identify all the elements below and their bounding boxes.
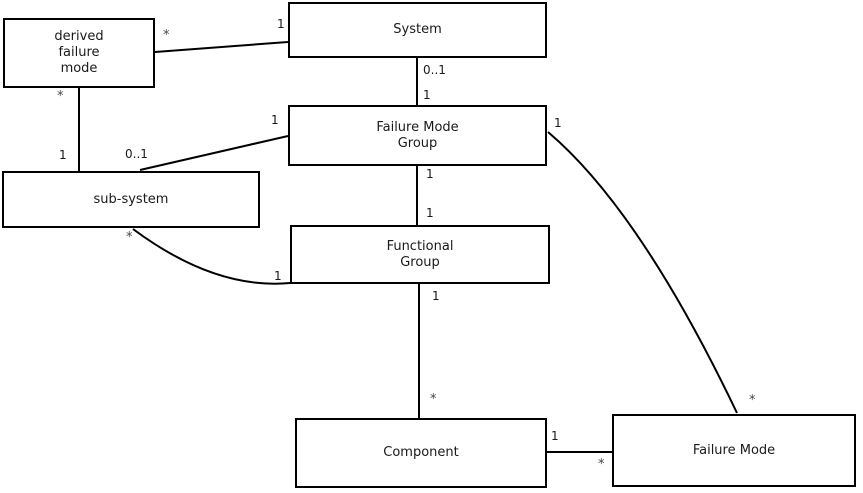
class-name-failure-mode: Failure Mode bbox=[692, 442, 776, 458]
multiplicity-mult-fmg-system-one: 1 bbox=[423, 88, 431, 102]
multiplicity-mult-fmg-subsystem-one: 1 bbox=[271, 113, 279, 127]
class-name-derived-failure-mode: derived failure mode bbox=[54, 29, 104, 76]
multiplicity-mult-subsystem-fmg-zeroone: 0..1 bbox=[125, 147, 148, 161]
multiplicity-mult-fm-component-star: * bbox=[598, 457, 605, 472]
class-name-functional-group: Functional Group bbox=[386, 238, 454, 270]
class-box-derived-failure-mode[interactable]: derived failure mode bbox=[3, 18, 155, 88]
multiplicity-mult-system-dfm-one: 1 bbox=[277, 17, 285, 31]
multiplicity-mult-dfm-subsystem-star: * bbox=[57, 89, 64, 104]
multiplicity-mult-dfm-system-star: * bbox=[163, 28, 170, 43]
association-sub-system--failure-mode-group bbox=[139, 135, 289, 171]
class-name-component: Component bbox=[383, 445, 459, 460]
class-name-failure-mode-group: Failure Mode Group bbox=[376, 119, 459, 151]
class-name-sub-system: sub-system bbox=[93, 191, 169, 207]
multiplicity-mult-fm-fmg-star: * bbox=[749, 393, 756, 408]
class-box-component[interactable]: Component bbox=[295, 418, 547, 488]
multiplicity-mult-subsystem-dfm-one: 1 bbox=[59, 148, 67, 162]
multiplicity-mult-component-fg-star: * bbox=[430, 392, 437, 407]
class-name-system: System bbox=[393, 22, 442, 37]
multiplicity-mult-fmg-fg-one: 1 bbox=[426, 167, 434, 181]
class-box-failure-mode-group[interactable]: Failure Mode Group bbox=[288, 105, 547, 166]
multiplicity-mult-component-fm-one: 1 bbox=[551, 429, 559, 443]
class-box-failure-mode[interactable]: Failure Mode bbox=[612, 414, 856, 487]
multiplicity-mult-fg-component-one: 1 bbox=[432, 289, 440, 303]
association-failure-mode-group--failure-mode bbox=[547, 131, 738, 414]
class-box-system[interactable]: System bbox=[288, 2, 547, 58]
class-box-functional-group[interactable]: Functional Group bbox=[290, 225, 550, 284]
multiplicity-mult-fg-fmg-one: 1 bbox=[426, 206, 434, 220]
association-sub-system--functional-group bbox=[132, 228, 291, 285]
association-derived-failure-mode--system bbox=[154, 41, 289, 53]
multiplicity-mult-subsystem-fg-star: * bbox=[126, 230, 133, 245]
class-box-sub-system[interactable]: sub-system bbox=[2, 171, 260, 228]
multiplicity-mult-fmg-fm-one: 1 bbox=[554, 116, 562, 130]
multiplicity-mult-system-fmg-zeroone: 0..1 bbox=[423, 63, 446, 77]
multiplicity-mult-fg-subsystem-one: 1 bbox=[274, 269, 282, 283]
